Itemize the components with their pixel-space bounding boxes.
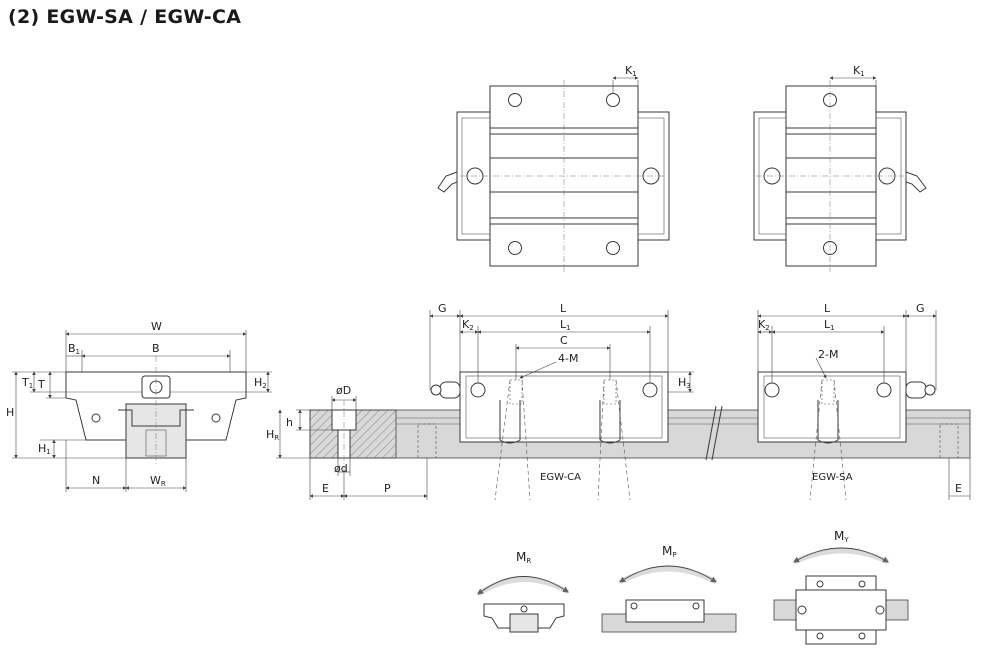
moment-my-diagram — [773, 547, 909, 645]
dim-l-label-sa: L — [824, 302, 831, 315]
dim-l1-label-sa: L1 — [824, 318, 835, 332]
dim-p-label: P — [384, 482, 391, 495]
dim-t-label: T — [37, 378, 45, 391]
moment-mr-label: MR — [516, 550, 531, 565]
dim-h2-label: H2 — [254, 376, 267, 390]
dim-t1-label: T1 — [21, 376, 33, 390]
dim-od-small-label: ød — [334, 462, 348, 475]
top-view-egw-ca — [437, 76, 670, 272]
dim-k1-label-sa: K1 — [853, 64, 865, 78]
dim-h-label: H — [6, 406, 14, 419]
moment-mr-diagram — [476, 576, 570, 633]
dim-l-label-ca: L — [560, 302, 567, 315]
dim-h3-label: H3 — [678, 376, 691, 390]
block-label-egw-sa: EGW-SA — [812, 472, 853, 483]
dim-e-label-left: E — [322, 482, 329, 495]
dim-k2-label-ca: K2 — [462, 318, 474, 332]
dim-h-small-label: h — [286, 416, 293, 429]
dim-b-label: B — [152, 342, 160, 355]
moment-mp-diagram — [601, 565, 737, 633]
end-view — [12, 330, 272, 492]
dim-k1-label-ca: K1 — [625, 64, 637, 78]
dim-od-large-label: øD — [336, 384, 351, 397]
dim-b1-label: B1 — [68, 342, 80, 356]
dim-wr-label: WR — [150, 474, 166, 488]
dim-h1-label: H1 — [38, 442, 51, 456]
side-view — [276, 310, 971, 501]
thread-2m-label: 2-M — [818, 348, 838, 361]
dim-c-label: C — [560, 334, 568, 347]
dim-g-label-ca: G — [438, 302, 447, 315]
dim-k2-label-sa: K2 — [758, 318, 770, 332]
dim-n-label: N — [92, 474, 100, 487]
moment-my-label: MY — [834, 529, 849, 544]
block-label-egw-ca: EGW-CA — [540, 472, 581, 483]
top-view-egw-sa — [753, 76, 927, 272]
page-title: (2) EGW-SA / EGW-CA — [8, 6, 242, 28]
dim-l1-label-ca: L1 — [560, 318, 571, 332]
dim-w-label: W — [151, 320, 162, 333]
dim-hr-label: HR — [266, 428, 279, 442]
dim-g-label-sa: G — [916, 302, 925, 315]
dim-e-label-right: E — [955, 482, 962, 495]
thread-4m-label: 4-M — [558, 352, 578, 365]
moment-mp-label: MP — [662, 544, 677, 559]
